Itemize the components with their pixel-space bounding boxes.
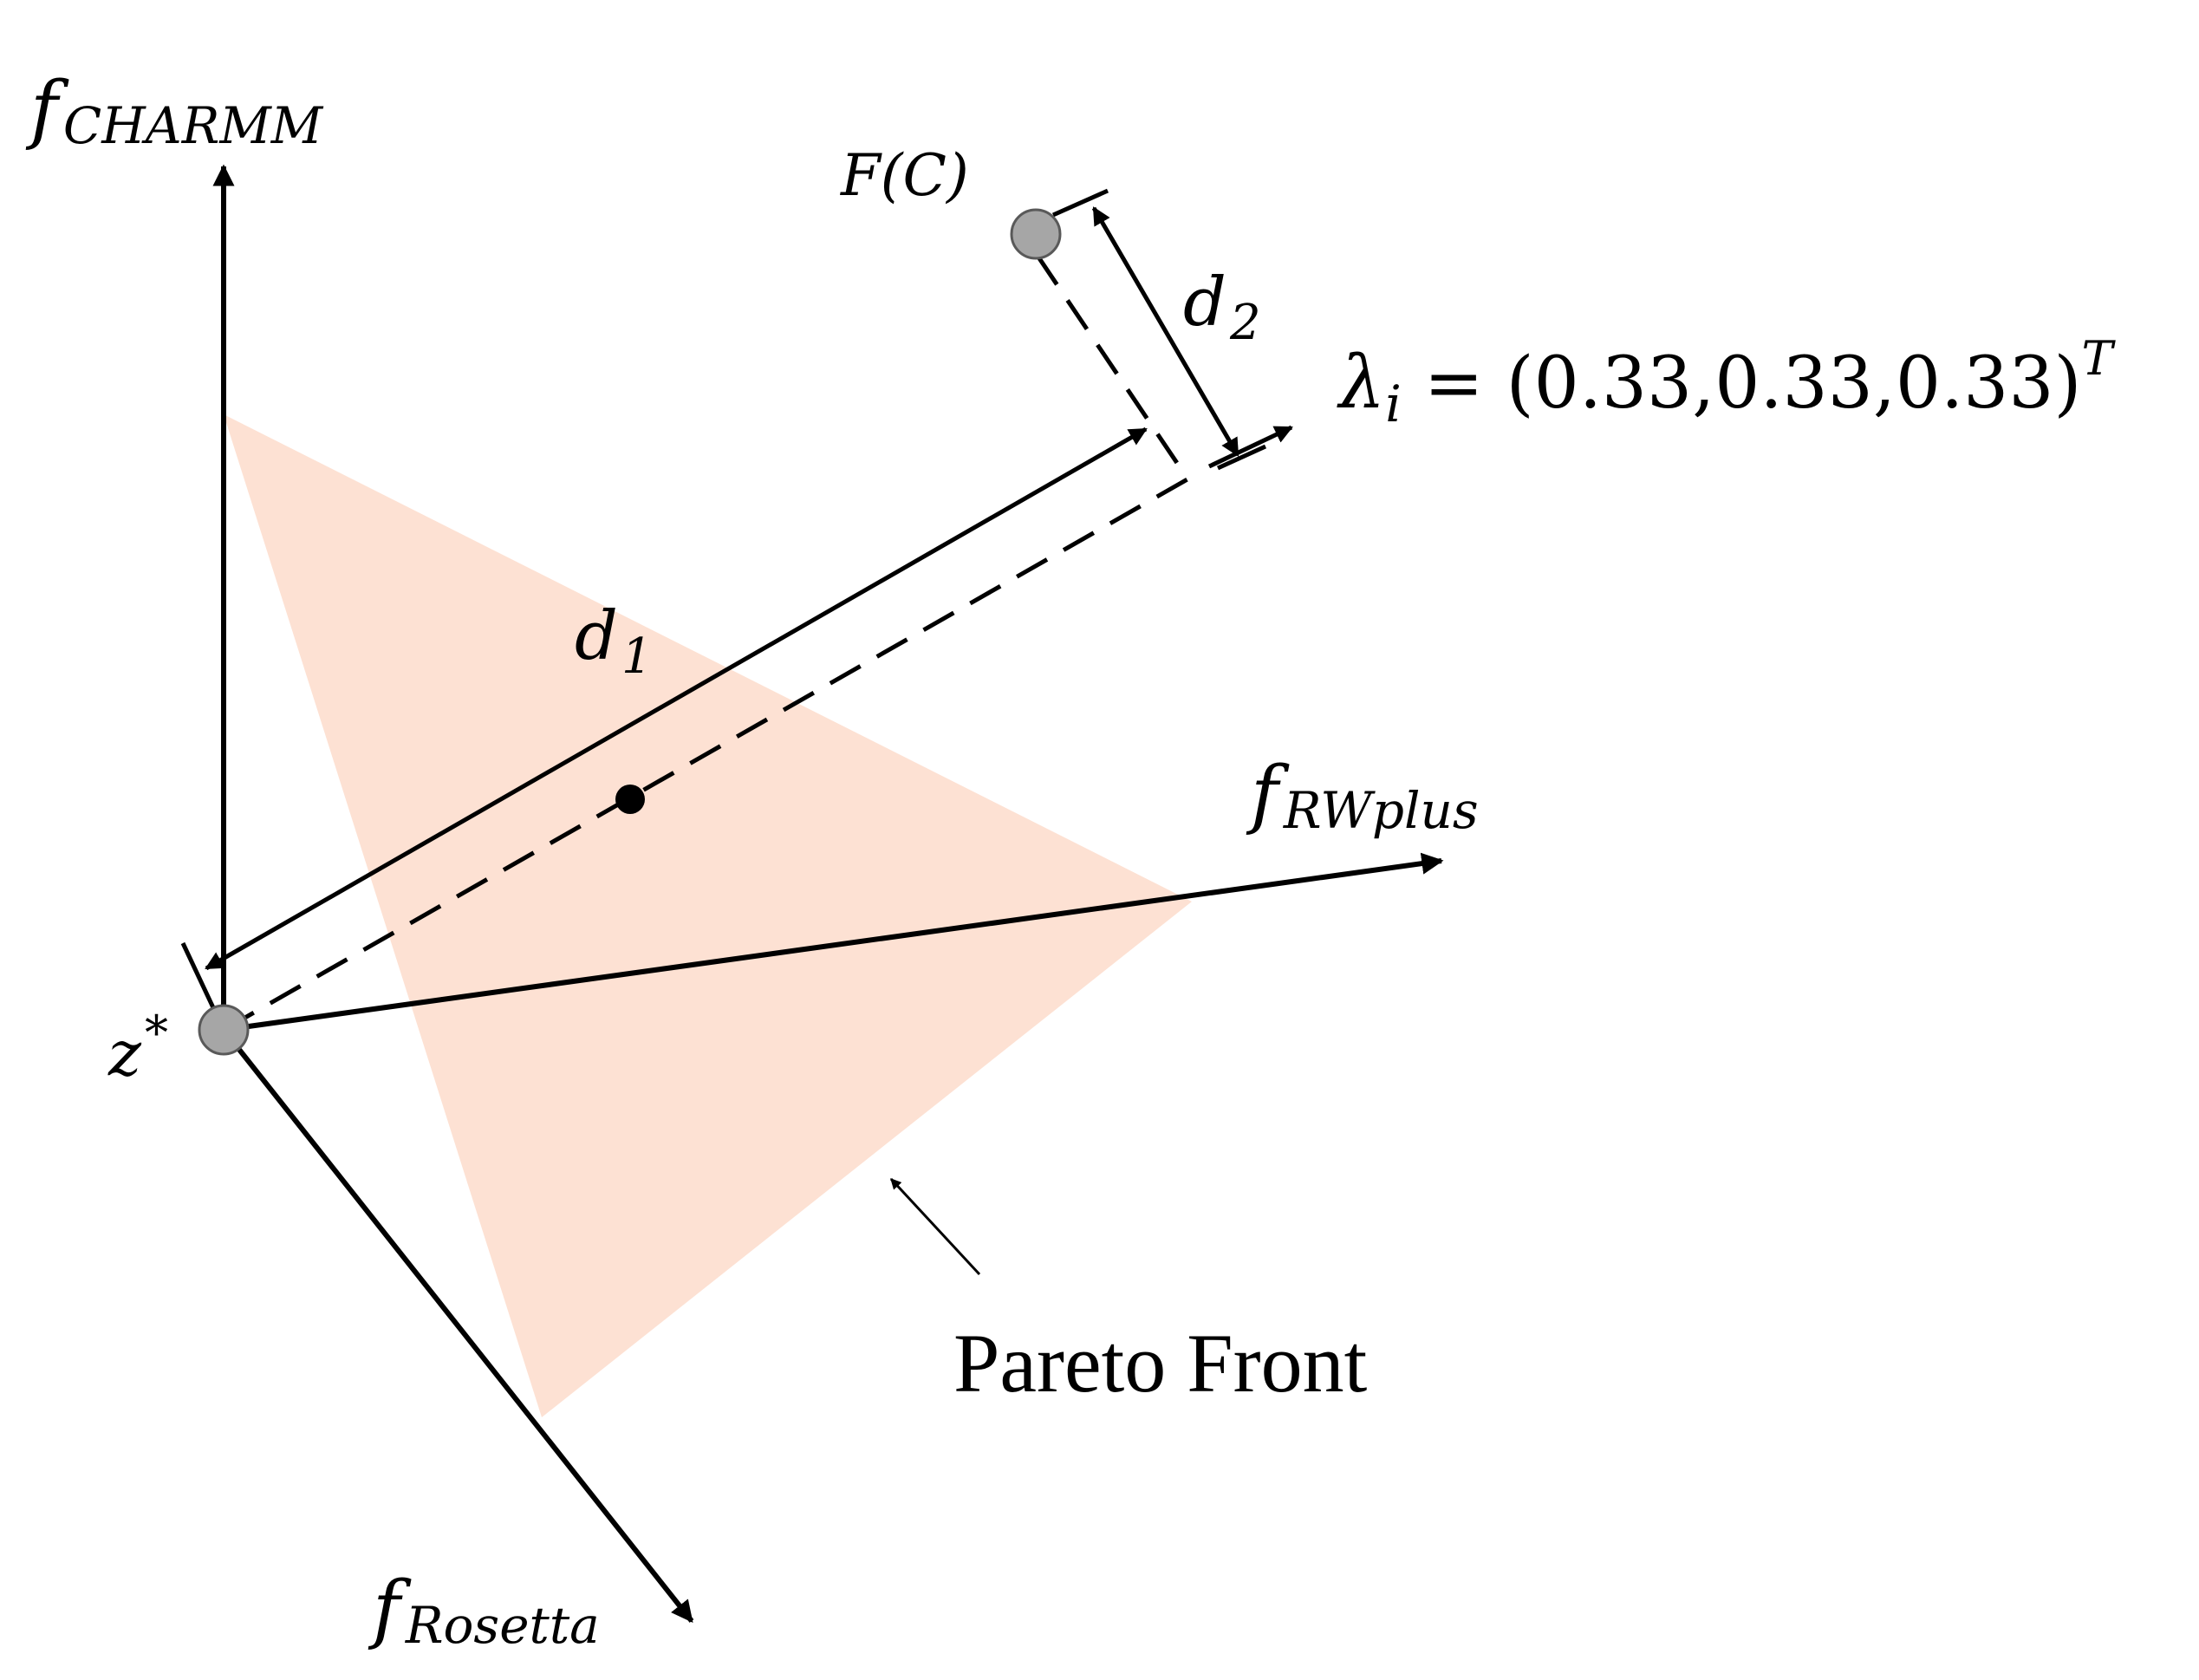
projection-point	[615, 785, 645, 814]
d2-arrow	[1091, 206, 1240, 457]
label-d1: d1	[575, 597, 653, 685]
d1-arrow	[205, 427, 1148, 971]
label-d2: d2	[1183, 264, 1261, 351]
solution-point-fc	[1010, 208, 1062, 260]
d2-tick-bottom	[1216, 444, 1267, 471]
label-pareto-front: Pareto Front	[953, 1317, 1368, 1410]
label-ideal-point: z*	[107, 1006, 168, 1090]
axis-rosetta	[221, 1028, 694, 1623]
pareto-pointer	[889, 1177, 981, 1276]
label-weight-vector: λi = (0.33,0.33,0.33)T	[1337, 331, 2117, 433]
d2-tick-top	[1051, 188, 1109, 218]
label-solution-point: F(C)	[840, 142, 969, 209]
perpendicular-drop	[1035, 254, 1190, 480]
ideal-point-z-star	[198, 1004, 250, 1056]
weight-vector-arrow	[1207, 425, 1293, 469]
